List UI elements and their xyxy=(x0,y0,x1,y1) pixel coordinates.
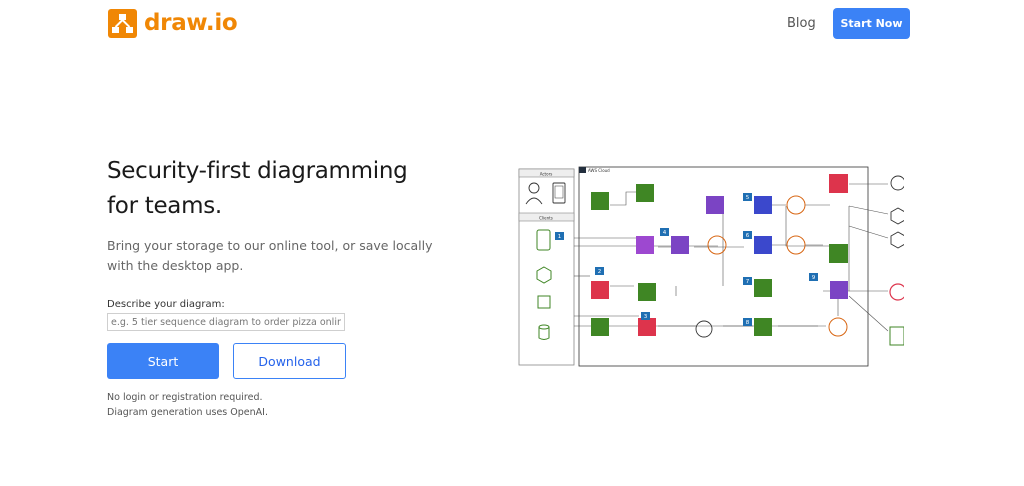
step-badge: 6 xyxy=(746,233,750,239)
service-node-lambda-b xyxy=(786,195,806,215)
hero-subtext: Bring your storage to our online tool, o… xyxy=(107,238,433,273)
service-node-lambda-c xyxy=(786,235,806,255)
brand-name: draw.io xyxy=(144,10,238,36)
start-button[interactable]: Start xyxy=(107,343,219,379)
service-node-iot-core xyxy=(638,283,656,301)
database-client-icon xyxy=(538,324,550,340)
start-now-button[interactable]: Start Now xyxy=(833,8,910,39)
step-badges: 1 2 3 4 5 6 7 8 9 xyxy=(555,193,818,326)
service-node-pinpoint xyxy=(829,174,848,193)
actors-clients-panel: Actors Clients xyxy=(518,168,575,366)
step-badge: 9 xyxy=(812,275,816,281)
service-node-event-bus xyxy=(830,281,848,299)
service-node-iot-sitewise xyxy=(591,318,609,336)
iot-client-icon xyxy=(536,266,552,284)
service-node-lambda-d xyxy=(828,317,848,337)
actors-title: Actors xyxy=(540,172,553,177)
service-node-analytics xyxy=(706,196,724,214)
service-node-storage xyxy=(591,192,609,210)
aws-cloud-title: AWS Cloud xyxy=(588,168,610,173)
service-node-users xyxy=(695,320,713,338)
headline-line-1: Security-first diagramming xyxy=(107,158,408,184)
download-button[interactable]: Download xyxy=(233,343,346,379)
step-badge: 3 xyxy=(644,314,648,320)
step-badge: 5 xyxy=(746,195,750,201)
step-badge: 2 xyxy=(598,269,602,275)
mobile-client-icon xyxy=(536,229,551,251)
openai-note: Diagram generation uses OpenAI. xyxy=(107,407,268,418)
service-node-s3 xyxy=(636,184,654,202)
external-device-icon-b xyxy=(890,231,904,249)
external-device-icon-a xyxy=(890,207,904,225)
service-node-cognito xyxy=(591,281,609,299)
page-title: Security-first diagramming for teams. xyxy=(107,154,467,224)
example-architecture-diagram: Actors Clients AWS Cloud xyxy=(518,166,904,367)
service-nodes xyxy=(591,174,904,346)
drawio-logo-icon xyxy=(108,9,137,38)
service-node-pinpoint-b xyxy=(638,318,656,336)
describe-diagram-input[interactable] xyxy=(107,313,345,331)
service-node-dynamodb-b xyxy=(754,236,772,254)
service-node-kinesis xyxy=(671,236,689,254)
headline-line-2: for teams. xyxy=(107,193,222,219)
drawio-logo[interactable]: draw.io xyxy=(108,9,238,38)
service-node-dynamodb-a xyxy=(754,196,772,214)
chip-client-icon xyxy=(537,295,551,309)
site-header: draw.io Blog Start Now xyxy=(0,0,1024,48)
service-node-api-gateway xyxy=(636,236,654,254)
external-notebook-icon xyxy=(889,326,904,346)
step-badge: 1 xyxy=(558,234,562,240)
mobile-actor-icon xyxy=(552,182,566,204)
step-badge: 7 xyxy=(746,279,750,285)
service-node-lambda-a xyxy=(707,235,727,255)
step-badge: 4 xyxy=(663,230,667,236)
step-badge: 8 xyxy=(746,320,750,326)
service-node-comprehend xyxy=(754,279,772,297)
clients-title: Clients xyxy=(539,216,553,221)
blog-link[interactable]: Blog xyxy=(787,16,816,31)
describe-label: Describe your diagram: xyxy=(107,299,225,310)
user-actor-icon xyxy=(525,182,543,205)
service-node-transcribe xyxy=(754,318,772,336)
service-node-integration xyxy=(829,244,848,263)
external-user-icon xyxy=(890,175,904,191)
no-login-note: No login or registration required. xyxy=(107,392,263,403)
external-alert-icon xyxy=(889,283,904,301)
